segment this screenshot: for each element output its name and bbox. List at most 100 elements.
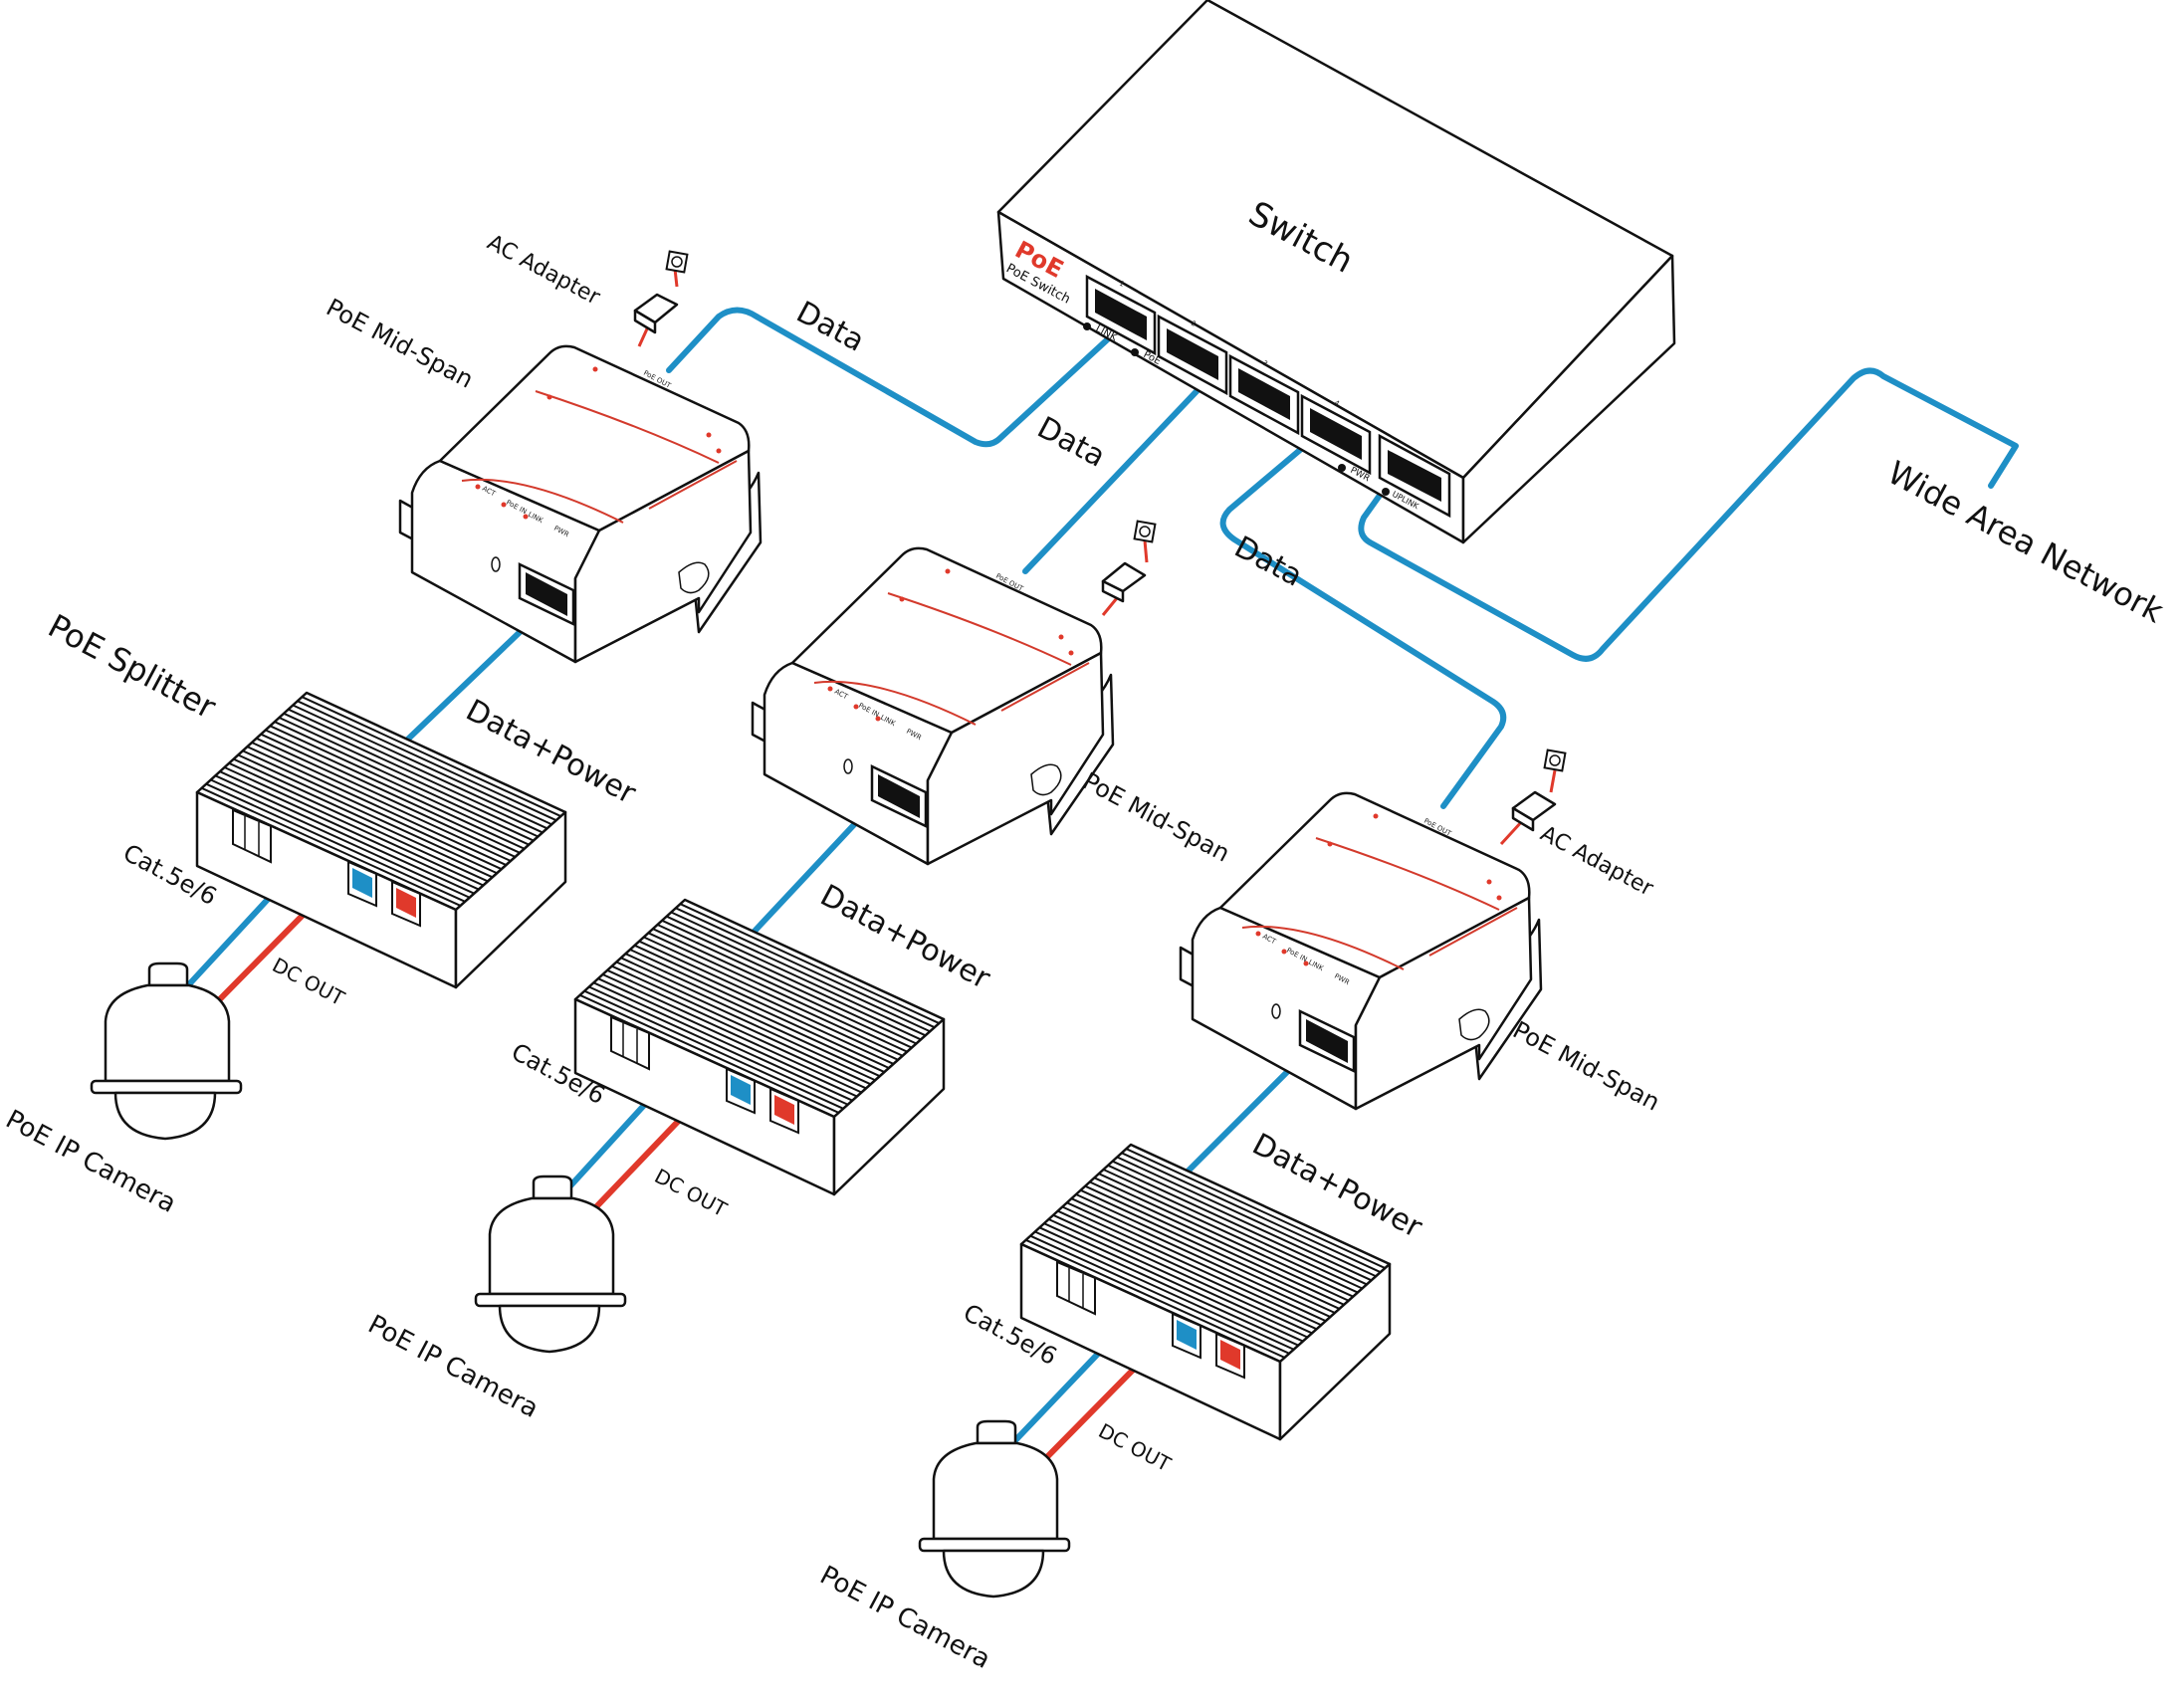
heatsink-fin (1093, 1176, 1354, 1298)
heatsink-fin (583, 989, 844, 1110)
heatsink-fin (657, 924, 917, 1045)
ip-camera-1 (90, 961, 243, 1141)
midspan-2 (751, 546, 1115, 866)
heatsink-fin (251, 742, 512, 862)
midspan-3 (1179, 791, 1543, 1111)
switch-port-1[interactable] (1085, 274, 1157, 356)
heatsink-fin (256, 737, 516, 858)
poe-splitter-2 (573, 898, 946, 1196)
led-indicator-icon (1382, 488, 1390, 496)
heatsink-fin (1052, 1213, 1313, 1335)
data-cable-switch-midspan1 (666, 307, 1128, 448)
heatsink-fin (242, 749, 503, 871)
switch-side (1461, 254, 1676, 544)
heatsink-fin (629, 949, 890, 1069)
heatsink-fin (652, 928, 913, 1049)
heatsink-fin (301, 696, 561, 817)
heatsink-fin (597, 977, 858, 1098)
heatsink-fin (288, 708, 548, 830)
heatsink-fin (219, 770, 480, 891)
heatsink-fin (588, 985, 849, 1106)
data-cable-switch-midspan2 (1022, 385, 1202, 574)
splitter-label: PoE Splitter (42, 607, 222, 728)
heatsink-fin (634, 944, 894, 1065)
power-outlet-icon (1133, 520, 1157, 543)
heatsink-fin (292, 704, 552, 826)
heatsink-fin (279, 717, 539, 838)
heatsink-fin (269, 725, 530, 846)
heatsink-fin (1057, 1209, 1318, 1331)
heatsink-fin (1112, 1160, 1373, 1282)
heatsink-fin (670, 911, 931, 1033)
heatsink-fin (260, 733, 521, 854)
data-cable-switch-midspan3 (1219, 431, 1507, 809)
port-3-number: 3 (1261, 359, 1269, 368)
ac-adapter-3 (1511, 748, 1567, 832)
port-4-number: 4 (1333, 399, 1341, 408)
ac-cable-3a (1549, 769, 1557, 793)
heatsink-fin (1089, 1180, 1350, 1302)
dc-out-label-3: DC OUT (1095, 1418, 1176, 1476)
ip-camera-3 (918, 1419, 1071, 1599)
ac-adapter-label-1: AC Adapter (483, 230, 604, 311)
heatsink-fin (1038, 1226, 1299, 1347)
heatsink-fin (602, 973, 862, 1094)
heatsink-fin (647, 932, 908, 1053)
heatsink-fin (625, 953, 885, 1073)
heatsink-fin (265, 729, 526, 850)
labels: Switch Wide Area Network Data Data Data … (1, 194, 2170, 1675)
heatsink-fin (224, 766, 484, 887)
heatsink-fin (643, 936, 904, 1057)
heatsink-fin (1121, 1152, 1382, 1274)
heatsink-fin (1075, 1193, 1336, 1314)
heatsink-fin (679, 903, 940, 1024)
heatsink-fin (620, 957, 881, 1078)
heatsink-fin (1029, 1234, 1290, 1355)
heatsink-fin (579, 993, 839, 1114)
heatsink-fin (1098, 1173, 1359, 1294)
power-outlet-icon (665, 250, 689, 274)
heatsink-fin (1066, 1201, 1327, 1323)
data-cable-uplink-wan (1358, 367, 2019, 662)
heatsink-fin (233, 757, 494, 879)
switch-port-3[interactable] (1228, 353, 1300, 436)
heatsink-fin (675, 907, 936, 1029)
ac-adapter-2 (1101, 520, 1157, 603)
midspan-label-2: PoE Mid-Span (1078, 767, 1234, 868)
heatsink-fin (205, 782, 466, 903)
heatsink-fin (1107, 1164, 1368, 1286)
heatsink-fin (1084, 1184, 1345, 1306)
heatsink-fin (1034, 1230, 1295, 1351)
midspan-1 (398, 344, 763, 664)
poe-splitter-1 (195, 691, 567, 989)
wan-label: Wide Area Network (1881, 454, 2170, 631)
heatsink-fin (237, 753, 498, 875)
heatsink-fin (666, 915, 927, 1037)
heatsink-fin (611, 964, 872, 1086)
heatsink-fin (615, 961, 876, 1082)
dc-out-label-2: DC OUT (651, 1164, 732, 1221)
heatsink-fin (1025, 1238, 1285, 1359)
heatsink-fin (214, 774, 475, 895)
ac-cable-1a (673, 268, 679, 288)
heatsink-fin (1071, 1197, 1331, 1318)
heatsink-fin (283, 712, 544, 834)
port-2-number: 2 (1190, 320, 1198, 328)
switch-port-2[interactable] (1157, 314, 1228, 396)
data-power-cable-1 (395, 612, 541, 751)
heatsink-fin (1103, 1169, 1363, 1290)
heatsink-fin (1048, 1218, 1308, 1339)
heatsink-fin (1080, 1188, 1340, 1310)
midspan-label-1: PoE Mid-Span (322, 294, 478, 394)
data-label-3: Data (1228, 530, 1308, 594)
heatsink-fin (210, 778, 471, 899)
poe-switch: PoE PoE Switch 1 2 3 4 LINK PoE PWR UPLI… (996, 0, 1676, 544)
switch-port-4[interactable] (1300, 393, 1372, 476)
heatsink-fin (1043, 1222, 1304, 1343)
power-outlet-icon (1543, 748, 1567, 772)
midspan-label-3: PoE Mid-Span (1508, 1016, 1664, 1117)
switch-uplink-port[interactable] (1378, 433, 1451, 519)
heatsink-fin (606, 968, 867, 1090)
led-indicator-icon (1131, 348, 1139, 356)
